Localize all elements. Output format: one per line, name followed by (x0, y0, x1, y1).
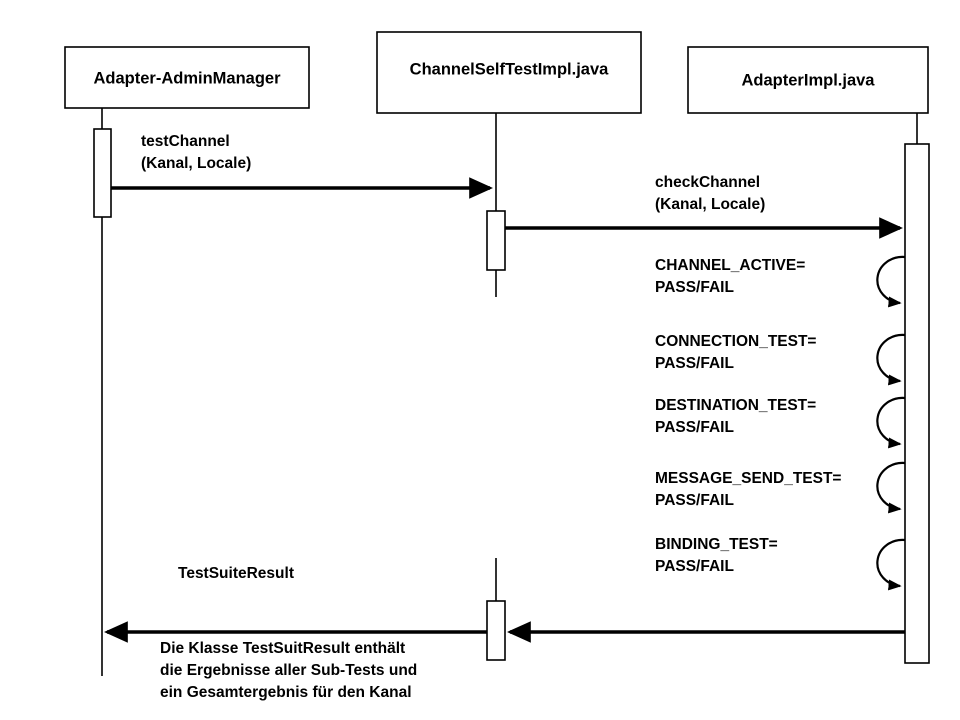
participant-channelselftest[interactable]: ChannelSelfTestImpl.java (376, 31, 642, 114)
self-call-label-destination-test-line1: DESTINATION_TEST= (655, 397, 816, 414)
self-call-label-binding-test-line2: PASS/FAIL (655, 558, 734, 575)
message-testchannel[interactable]: testChannel (Kanal, Locale) (111, 133, 493, 199)
return-label-testsuiteresult: TestSuiteResult (178, 565, 294, 582)
activation-bar-channelselftest-1[interactable] (486, 210, 506, 271)
message-checkchannel[interactable]: checkChannel (Kanal, Locale) (505, 174, 903, 239)
self-call-label-channel-active-line2: PASS/FAIL (655, 279, 734, 296)
note-testsuitresult: Die Klasse TestSuitResult enthält die Er… (160, 640, 417, 701)
self-call-destination-test[interactable]: DESTINATION_TEST= PASS/FAIL (655, 396, 906, 449)
message-label-checkchannel-line2: (Kanal, Locale) (655, 196, 765, 213)
return-channelselftest-to-adminmanager[interactable]: TestSuiteResult (104, 565, 487, 643)
participant-adminmanager[interactable]: Adapter-AdminManager (64, 46, 310, 109)
participant-box-channelselftest[interactable] (376, 31, 642, 114)
self-call-binding-test[interactable]: BINDING_TEST= PASS/FAIL (655, 536, 906, 591)
self-call-arc-connection-test[interactable] (876, 333, 906, 386)
self-call-arc-destination-test[interactable] (876, 396, 906, 449)
activation-bar-channelselftest-2[interactable] (486, 600, 506, 661)
self-call-message-send-test[interactable]: MESSAGE_SEND_TEST= PASS/FAIL (655, 461, 906, 514)
self-call-arc-message-send-test[interactable] (876, 461, 906, 514)
note-line-2: die Ergebnisse aller Sub-Tests und (160, 662, 417, 679)
lifelines-group (101, 108, 918, 676)
activation-bars-group (93, 128, 930, 664)
self-call-label-connection-test-line2: PASS/FAIL (655, 355, 734, 372)
note-line-1: Die Klasse TestSuitResult enthält (160, 640, 405, 657)
self-call-label-destination-test-line2: PASS/FAIL (655, 419, 734, 436)
participant-label-adapterimpl: AdapterImpl.java (742, 71, 876, 89)
participant-adapterimpl[interactable]: AdapterImpl.java (687, 46, 929, 114)
self-call-channel-active[interactable]: CHANNEL_ACTIVE= PASS/FAIL (655, 255, 906, 308)
self-call-label-connection-test-line1: CONNECTION_TEST= (655, 333, 816, 350)
participant-box-adapterimpl[interactable] (687, 46, 929, 114)
message-label-testchannel-line1: testChannel (141, 133, 230, 150)
message-label-checkchannel-line1: checkChannel (655, 174, 760, 191)
self-call-connection-test[interactable]: CONNECTION_TEST= PASS/FAIL (655, 333, 906, 386)
participant-box-adminmanager[interactable] (64, 46, 310, 109)
note-line-3: ein Gesamtergebnis für den Kanal (160, 684, 412, 701)
participant-label-adminmanager: Adapter-AdminManager (93, 69, 281, 87)
self-call-label-message-send-test-line1: MESSAGE_SEND_TEST= (655, 470, 841, 487)
self-call-label-channel-active-line1: CHANNEL_ACTIVE= (655, 257, 805, 274)
self-call-arc-binding-test[interactable] (876, 538, 906, 591)
participant-label-channelselftest: ChannelSelfTestImpl.java (410, 60, 609, 78)
message-label-testchannel-line2: (Kanal, Locale) (141, 155, 251, 172)
activation-bar-adapterimpl[interactable] (904, 143, 930, 664)
activation-bar-adminmanager[interactable] (93, 128, 112, 218)
self-call-label-message-send-test-line2: PASS/FAIL (655, 492, 734, 509)
self-call-arc-channel-active[interactable] (876, 255, 906, 308)
self-call-label-binding-test-line1: BINDING_TEST= (655, 536, 778, 553)
